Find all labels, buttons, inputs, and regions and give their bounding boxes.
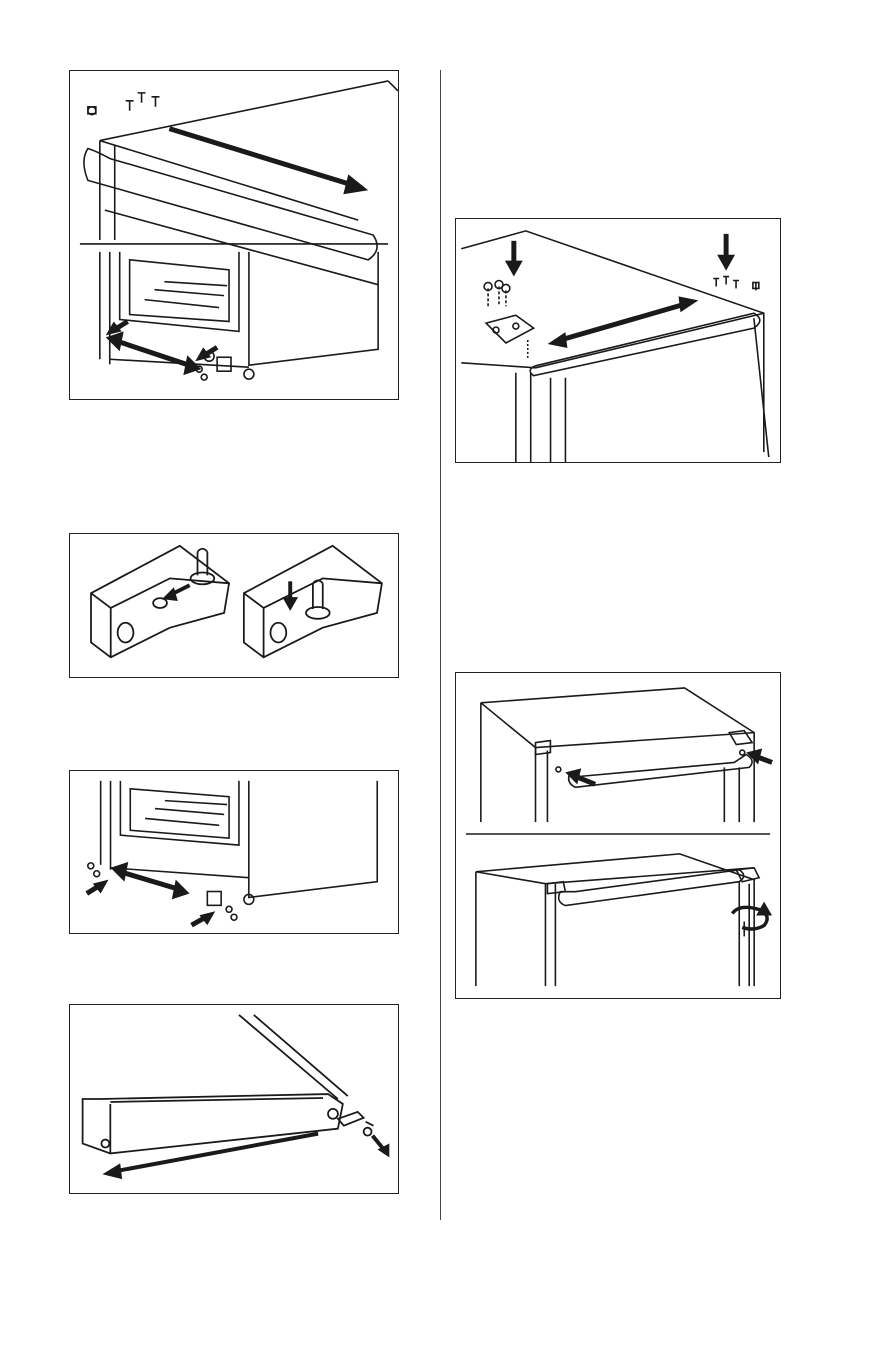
bottom-hinge-install-opposite-side-icon bbox=[70, 771, 398, 933]
top-hinge-install-opposite-side-icon bbox=[456, 219, 780, 462]
figure-remove-hinges bbox=[69, 70, 399, 400]
door-bottom-hinge-bracket-icon bbox=[70, 1005, 398, 1193]
figure-door-hinge-bracket bbox=[69, 1004, 399, 1194]
figure-door-handle-rotate bbox=[455, 672, 781, 999]
column-divider bbox=[440, 70, 441, 1220]
top-hinge-removal-and-bottom-hinge-removal-icon bbox=[70, 71, 398, 399]
door-handle-screws-and-rotate-icon bbox=[456, 673, 780, 998]
figure-bottom-hinge-install bbox=[69, 770, 399, 934]
figure-hinge-pin-swap bbox=[69, 533, 399, 678]
hinge-pin-swap-icon bbox=[70, 534, 398, 677]
figure-top-hinge-install bbox=[455, 218, 781, 463]
